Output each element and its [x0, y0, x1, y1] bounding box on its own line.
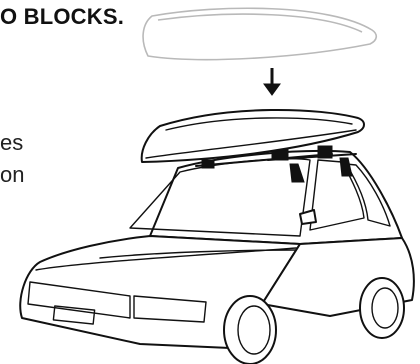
ghost-canoe — [143, 8, 376, 59]
car-body — [20, 151, 414, 364]
down-arrow-icon — [264, 68, 280, 95]
